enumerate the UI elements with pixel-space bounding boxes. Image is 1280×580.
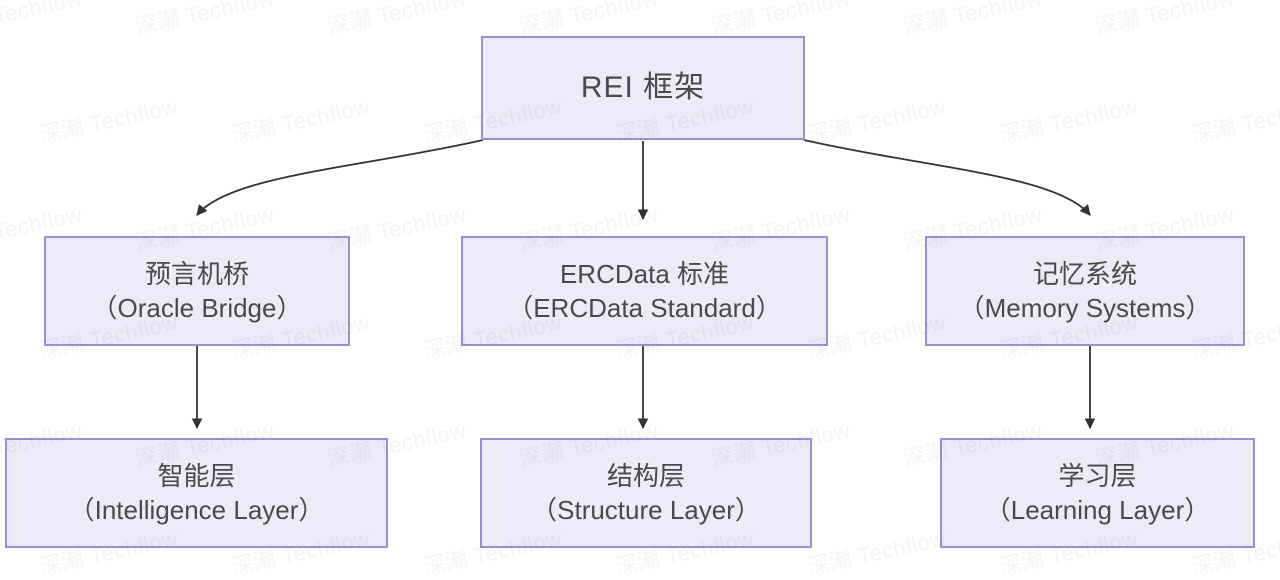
node-structure-layer-label-en: （Structure Layer）: [531, 495, 761, 525]
node-rei-framework[interactable]: REI 框架: [481, 36, 805, 140]
node-rei-framework-label: REI 框架: [580, 71, 706, 105]
node-memory-systems-label-en: （Memory Systems）: [958, 293, 1212, 323]
node-oracle-bridge[interactable]: 预言机桥 （Oracle Bridge）: [44, 236, 350, 346]
node-learning-layer-label-cn: 学习层: [1058, 460, 1137, 491]
node-learning-layer-label-en: （Learning Layer）: [984, 495, 1211, 525]
node-ercdata-standard[interactable]: ERCData 标准 （ERCData Standard）: [461, 236, 828, 346]
node-ercdata-standard-label-cn: ERCData 标准: [559, 258, 730, 289]
node-learning-layer[interactable]: 学习层 （Learning Layer）: [940, 438, 1255, 548]
node-oracle-bridge-label-cn: 预言机桥: [144, 258, 249, 289]
edge-root-to-oracle-bridge: [196, 139, 484, 216]
node-structure-layer-label-cn: 结构层: [606, 460, 685, 491]
node-ercdata-standard-label-en: （ERCData Standard）: [507, 293, 782, 323]
node-memory-systems-label-cn: 记忆系统: [1032, 258, 1137, 289]
node-intelligence-layer-label-cn: 智能层: [157, 460, 236, 491]
node-intelligence-layer[interactable]: 智能层 （Intelligence Layer）: [5, 438, 388, 548]
node-memory-systems[interactable]: 记忆系统 （Memory Systems）: [925, 236, 1245, 346]
node-oracle-bridge-label-en: （Oracle Bridge）: [91, 293, 303, 323]
node-intelligence-layer-label-en: （Intelligence Layer）: [68, 495, 325, 525]
node-structure-layer[interactable]: 结构层 （Structure Layer）: [480, 438, 812, 548]
edge-root-to-memory-systems: [803, 139, 1091, 216]
